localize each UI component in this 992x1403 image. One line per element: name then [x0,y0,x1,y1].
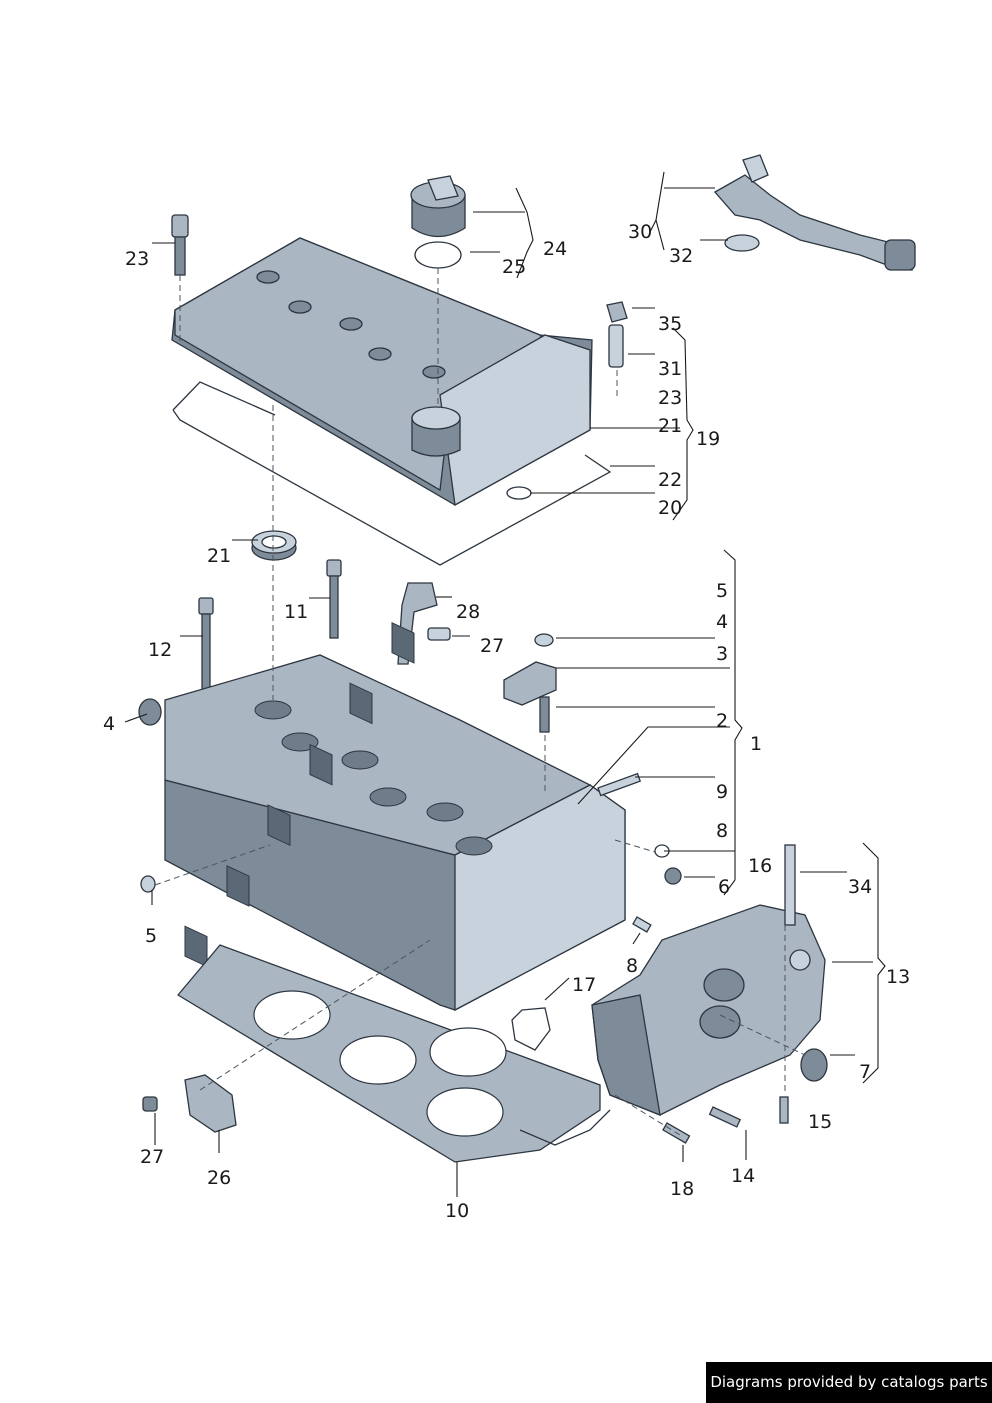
small-fittings-part [597,772,682,933]
timing-housing-part [591,844,828,1117]
callout-20: 20 [658,497,682,519]
callout-2: 2 [716,710,728,732]
breather-hose-part [713,154,916,271]
assembly-centerlines [154,268,806,1136]
callout-5-left: 5 [145,925,157,947]
callout-4-left: 4 [103,713,115,735]
valve-cover-part [171,237,612,566]
head-bolts-part [198,559,342,693]
callout-labels: 30 32 24 25 23 35 31 23 21 19 22 20 21 1… [103,221,910,1222]
callout-30: 30 [628,221,652,243]
callout-16: 16 [748,855,772,877]
cylinder-head-part [164,622,626,1012]
callout-5-right: 5 [716,580,728,602]
engine-bracket-part [142,1074,237,1133]
callout-26: 26 [207,1167,231,1189]
callout-19: 19 [696,428,720,450]
callout-7: 7 [859,1061,871,1083]
flange-seal-part [511,1007,551,1051]
callout-35: 35 [658,313,682,335]
plug-parts [138,698,162,893]
callout-3: 3 [716,643,728,665]
callout-14: 14 [731,1165,755,1187]
head-gasket-part [177,944,611,1163]
callout-8-lower: 8 [626,955,638,977]
callout-13: 13 [886,966,910,988]
credit-banner: Diagrams provided by catalogs parts [706,1362,992,1403]
seal-ring-part [251,530,297,561]
callout-17: 17 [572,974,596,996]
callout-25: 25 [502,256,526,278]
callout-23-left: 23 [125,248,149,270]
callout-18: 18 [670,1178,694,1200]
cover-bolt-part [171,214,189,276]
callout-23-right: 23 [658,387,682,409]
callout-32: 32 [669,245,693,267]
callout-31: 31 [658,358,682,380]
callout-24: 24 [543,238,567,260]
callout-9: 9 [716,781,728,803]
callout-8-upper: 8 [716,820,728,842]
callout-15: 15 [808,1111,832,1133]
callout-11: 11 [284,601,308,623]
callout-6: 6 [718,876,730,898]
stud-and-nut-part [606,301,628,368]
callout-27-upper: 27 [480,635,504,657]
oil-filler-cap-part [410,175,466,269]
callout-22: 22 [658,469,682,491]
callout-27-lower: 27 [140,1146,164,1168]
callout-21-lower: 21 [207,545,231,567]
leader-lines [124,171,886,1197]
callout-4-right: 4 [716,611,728,633]
bearing-cap-part [503,633,557,733]
callout-1: 1 [750,733,762,755]
callout-34: 34 [848,876,872,898]
callout-12: 12 [148,639,172,661]
callout-21-upper: 21 [658,415,682,437]
callout-28: 28 [456,601,480,623]
callout-10: 10 [445,1200,469,1222]
